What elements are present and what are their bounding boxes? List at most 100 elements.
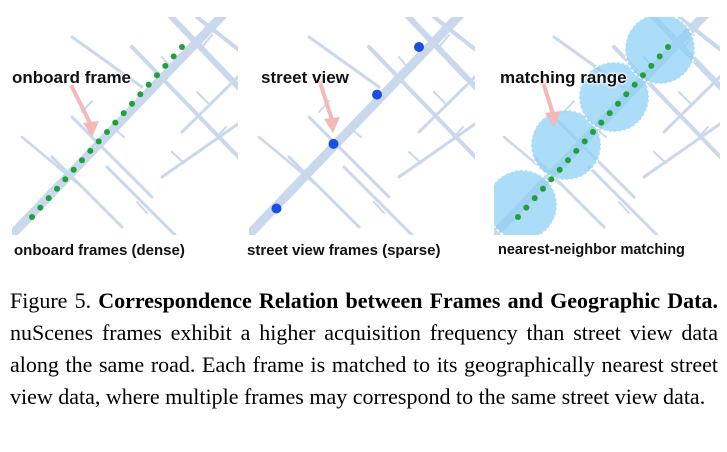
road-segment (307, 35, 381, 89)
pointer-arrow (317, 77, 340, 133)
panel-caption-street-view: street view frames (sparse) (247, 242, 441, 259)
road-stub (438, 34, 450, 48)
road-segment (195, 17, 238, 52)
onboard-frame-dot (648, 62, 655, 69)
onboard-frame-dot (29, 214, 35, 220)
onboard-frame-dot (129, 100, 135, 107)
onboard-frame-dot (640, 72, 646, 79)
onboard-frame-dots (515, 44, 671, 220)
road-segment (397, 122, 475, 179)
onboard-frame-dot (154, 72, 160, 79)
street-view-dot (271, 203, 282, 214)
street-view-dot (328, 138, 339, 149)
onboard-frame-dot (573, 147, 580, 154)
road-segment (12, 17, 228, 235)
onboard-frame-dot (515, 214, 521, 220)
onboard-frame-dot (179, 44, 185, 50)
onboard-frame-dot (170, 53, 177, 60)
road-segment (257, 135, 321, 189)
onboard-frame-dot (112, 119, 119, 126)
road-stub (136, 201, 148, 214)
road-segment (677, 17, 720, 52)
road-stub (433, 91, 446, 104)
matching-range-circle (624, 17, 696, 85)
road-network (249, 17, 475, 235)
road-segment (432, 17, 475, 52)
road-segment (70, 35, 144, 89)
panel-caption-matching: nearest-neighbor matching (498, 242, 685, 258)
onboard-frame-dot (87, 147, 94, 154)
road-stub (653, 151, 667, 164)
onboard-frame-dot (120, 110, 127, 117)
onboard-frame-dot (656, 53, 663, 60)
road-stub (373, 201, 385, 214)
road-stub (216, 126, 227, 138)
figure-label: Figure 5. (10, 288, 92, 313)
road-segment (160, 122, 238, 179)
onboard-frames-panel: onboard frame (12, 17, 238, 235)
road-stub (453, 126, 464, 138)
road-stub (618, 201, 630, 214)
road-network (12, 17, 238, 235)
onboard-frame-dot (104, 129, 110, 135)
road-stub (408, 151, 422, 164)
road-stub (348, 126, 362, 138)
pointer-arrow (70, 85, 99, 137)
street-view-panel: street view (249, 17, 475, 235)
road-stub (678, 91, 691, 104)
onboard-frame-dot (523, 204, 530, 211)
road-stub (398, 56, 410, 70)
panel-title-onboard: onboard frame (12, 68, 132, 87)
onboard-frame-dot (62, 176, 69, 183)
panel-title-street-view: street view (261, 68, 349, 87)
onboard-frame-dot (37, 204, 44, 211)
arrow-shaft (317, 77, 335, 125)
onboard-frame-dot (137, 91, 144, 98)
matching-map (494, 17, 720, 235)
road-stub (171, 151, 185, 164)
panel-title-matching: matching range (500, 68, 627, 87)
onboard-frame-dot (623, 91, 630, 98)
matching-panel: matching range (494, 17, 720, 235)
road-segment (307, 115, 391, 199)
road-segment (367, 45, 475, 160)
arrow-shaft (540, 77, 556, 119)
onboard-frame-dots (29, 44, 185, 220)
road-segment (662, 74, 720, 134)
pointer-arrow (540, 77, 561, 127)
road-stub (161, 56, 173, 70)
street-view-dot (372, 89, 382, 100)
onboard-frame-dot (598, 119, 605, 126)
onboard-frames-map (12, 17, 238, 235)
onboard-frame-dot (45, 195, 52, 202)
road-stub (698, 126, 709, 138)
arrow-head (545, 111, 561, 127)
road-segment (105, 165, 178, 235)
arrow-head (324, 117, 340, 133)
matching-range-circle (494, 169, 558, 235)
panel-caption-onboard: onboard frames (dense) (14, 242, 185, 259)
road-segment (130, 45, 238, 160)
onboard-frame-dot (70, 166, 77, 173)
onboard-frame-dot (581, 138, 588, 145)
onboard-frame-dot (145, 81, 152, 88)
onboard-frame-dot (665, 44, 671, 50)
onboard-frame-dot (95, 138, 102, 145)
onboard-frame-dot (54, 185, 60, 192)
onboard-frame-dot (540, 185, 546, 192)
figure-body: nuScenes frames exhibit a higher acquisi… (10, 320, 718, 409)
matching-range-circle (530, 109, 602, 181)
onboard-frame-dot (531, 195, 538, 202)
road-stub (111, 126, 125, 138)
onboard-frame-dot (162, 62, 169, 69)
arrow-shaft (70, 85, 94, 129)
road-segment (287, 155, 361, 229)
onboard-frame-dot (565, 157, 571, 164)
onboard-frame-dot (590, 129, 596, 135)
matching-range-circles (494, 17, 696, 235)
road-segment (417, 74, 475, 134)
road-segment (70, 115, 154, 199)
road-segment (642, 122, 720, 179)
arrow-head (83, 121, 99, 137)
onboard-frame-dot (631, 81, 638, 88)
